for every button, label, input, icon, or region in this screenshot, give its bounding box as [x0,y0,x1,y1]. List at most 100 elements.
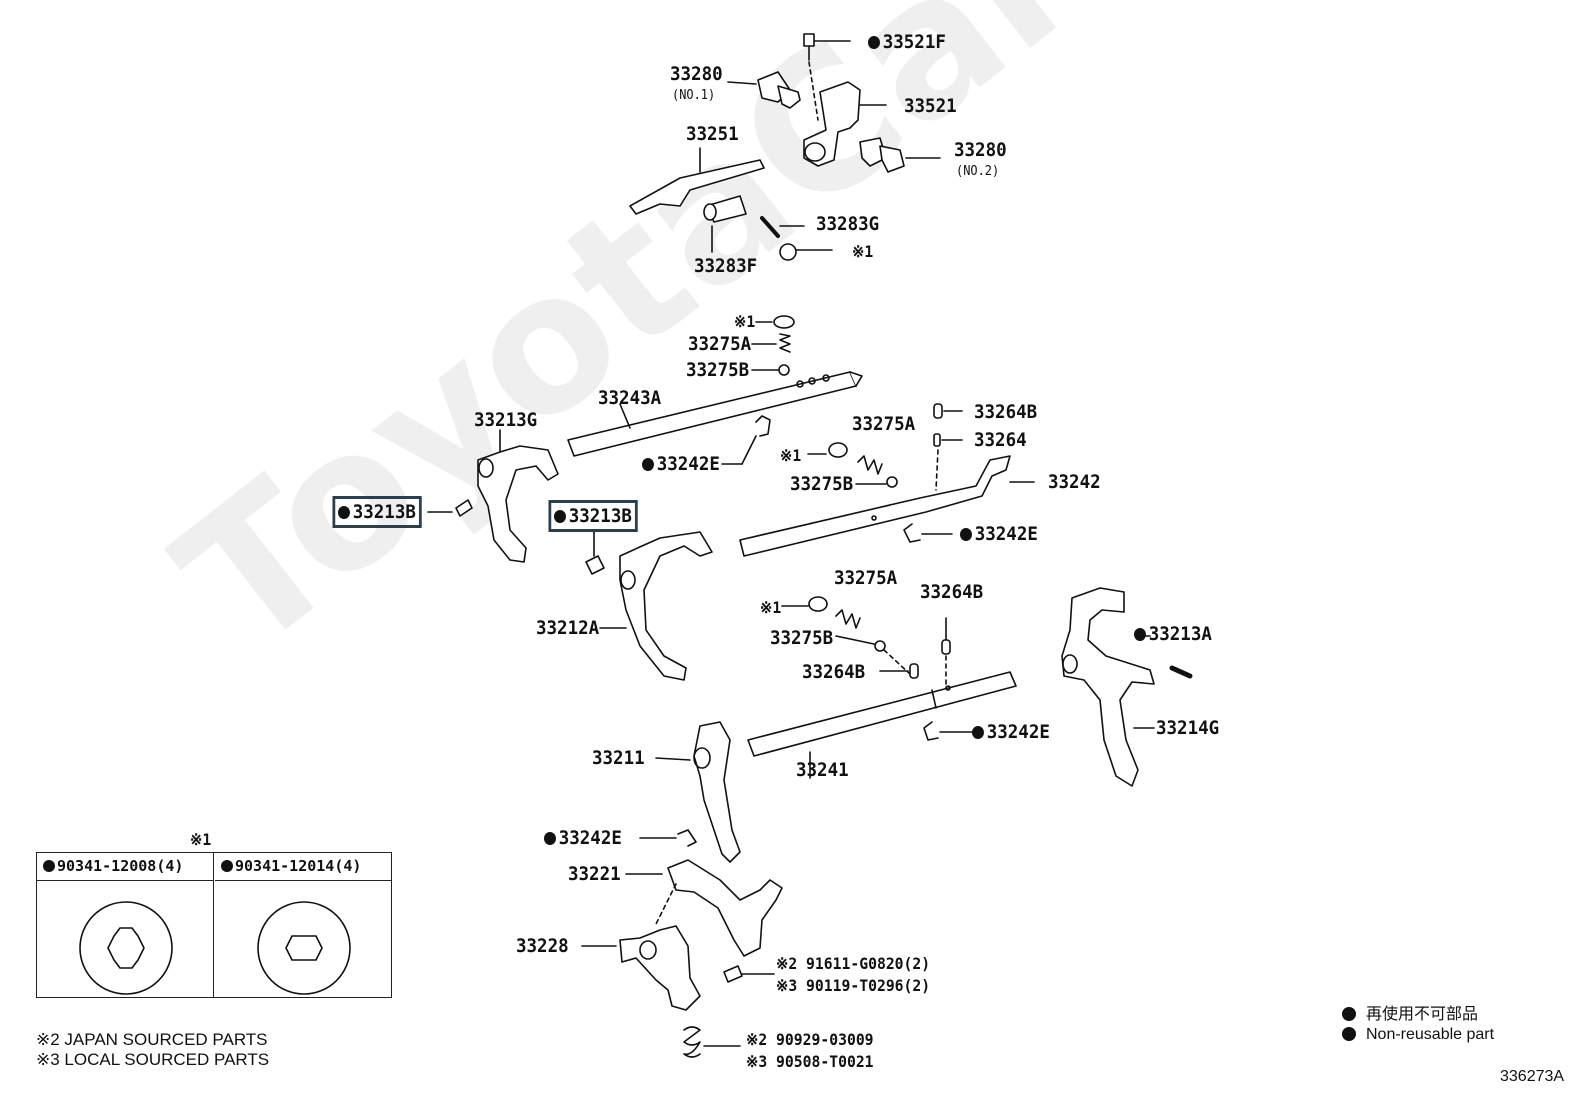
spring-33275A-a [751,333,791,353]
label-33213B-a-highlighted[interactable]: 33213B [332,496,422,528]
pin-33264 [933,433,963,491]
label-33214G: 33214G [1156,717,1220,739]
lever-33251 [629,147,765,215]
pin-33264B-c [879,663,919,679]
plug-33280-no2 [859,137,941,173]
lever-33211 [655,721,741,863]
pin-33283F [703,195,747,253]
label-33264B-b: 33264B [920,581,984,603]
label-33242: 33242 [1048,471,1101,493]
shift-head-33521 [803,81,887,167]
legend-jp-text: 再使用不可部品 [1366,1006,1479,1023]
label-33264B-a: 33264B [974,401,1038,423]
label-33221: 33221 [568,863,621,885]
label-33228: 33228 [516,935,569,957]
label-91611: ※2 91611-G0820(2) [776,954,931,973]
legend-en-text: Non-reusable part [1366,1026,1495,1043]
label-33280-no1: 33280 [670,63,723,85]
clip-33242E-c [923,721,973,741]
label-33212A: 33212A [536,617,600,639]
bolt-33213B-a [427,499,473,517]
clip-33242E-a [721,415,771,465]
bolt-mark1-top [779,243,833,261]
label-33275B-a: 33275B [686,359,750,381]
bolt-table: 90341-12008(4) 90341-12014(4) [36,852,392,998]
label-33275B-b: 33275B [790,473,854,495]
shaft-33243A [567,371,863,457]
non-reusable-dot-icon [221,860,233,872]
label-33213G: 33213G [474,409,538,431]
label-33211: 33211 [592,747,645,769]
fork-33214G [1061,587,1155,787]
label-mark1-c: ※1 [760,598,782,617]
label-33213B-b-highlighted[interactable]: 33213B [548,500,638,532]
label-33242E-a: 33242E [642,454,720,474]
ball-33275B-a [751,364,790,376]
label-33242E-c: 33242E [972,722,1050,742]
clip-33242E-d [639,829,697,847]
bolt-table-col1-header: 90341-12008(4) [57,857,184,875]
label-33283F: 33283F [694,255,758,277]
label-33275A-a: 33275A [688,333,752,355]
plug-33280-no1 [727,71,801,109]
non-reusable-dot-icon [43,860,55,872]
bolt-mark1-b [807,442,848,458]
bolt-mark1-c [781,596,828,612]
label-33243A: 33243A [598,387,662,409]
label-mark1-b: ※1 [780,446,802,465]
pin-33264B-a [933,403,963,419]
non-reusable-dot-icon [1342,1007,1356,1021]
label-33275B-c: 33275B [770,627,834,649]
label-33280-no1-sub: (NO.1) [672,88,716,103]
label-33213A: 33213A [1134,624,1212,644]
leader-dash [808,61,819,121]
legend-en: Non-reusable part [1342,1026,1494,1044]
bolt-33521F [803,33,851,61]
bolt-table-col-2: 90341-12014(4) [215,853,392,997]
fork-33212A [599,531,713,681]
label-mark1-a: ※1 [734,312,756,331]
arm-33221 [625,859,783,957]
pin-33264B-b [941,617,951,691]
ball-33275B-b [855,476,898,488]
bolt-table-col2-header: 90341-12014(4) [235,857,362,875]
label-33264B-c: 33264B [802,661,866,683]
label-33242E-d: 33242E [544,828,622,848]
non-reusable-dot-icon [1342,1027,1356,1041]
shaft-33241 [747,671,1017,779]
label-33280-no2: 33280 [954,139,1007,161]
label-90929: ※2 90929-03009 [746,1030,874,1049]
label-33521F: 33521F [868,32,946,52]
diagram-code: 336273A [1500,1068,1565,1085]
bolt-mark1-a [755,315,795,329]
bolt-head-torx [79,901,173,995]
spring-90929 [683,1026,741,1058]
label-90119: ※3 90119-T0296(2) [776,976,931,995]
label-33280-no2-sub: (NO.2) [956,164,1000,179]
label-33264: 33264 [974,429,1027,451]
spring-33275A-c [835,609,861,629]
bolt-head-hex [257,901,351,995]
fork-33213G [477,429,559,563]
label-90508: ※3 90508-T0021 [746,1052,874,1071]
label-33251: 33251 [686,123,739,145]
label-33275A-b: 33275A [852,413,916,435]
pin-33283G [760,216,805,238]
note-japan-sourced: ※2 JAPAN SOURCED PARTS [36,1030,268,1049]
spring-33275A-b [857,455,883,475]
note-local-sourced: ※3 LOCAL SOURCED PARTS [36,1050,270,1069]
label-33275A-c: 33275A [834,567,898,589]
bolt-91611 [723,965,775,983]
label-33283G: 33283G [816,213,880,235]
legend-jp: 再使用不可部品 [1342,1000,1478,1024]
clip-33242E-b [903,523,953,543]
shaft-33242 [739,455,1035,557]
link-33228 [581,883,701,1011]
bolt-table-mark: ※1 [190,830,212,849]
bolt-table-col-1: 90341-12008(4) [37,853,214,997]
label-mark1-top: ※1 [852,242,874,261]
label-33521: 33521 [904,95,957,117]
ball-33275B-c [835,635,911,675]
